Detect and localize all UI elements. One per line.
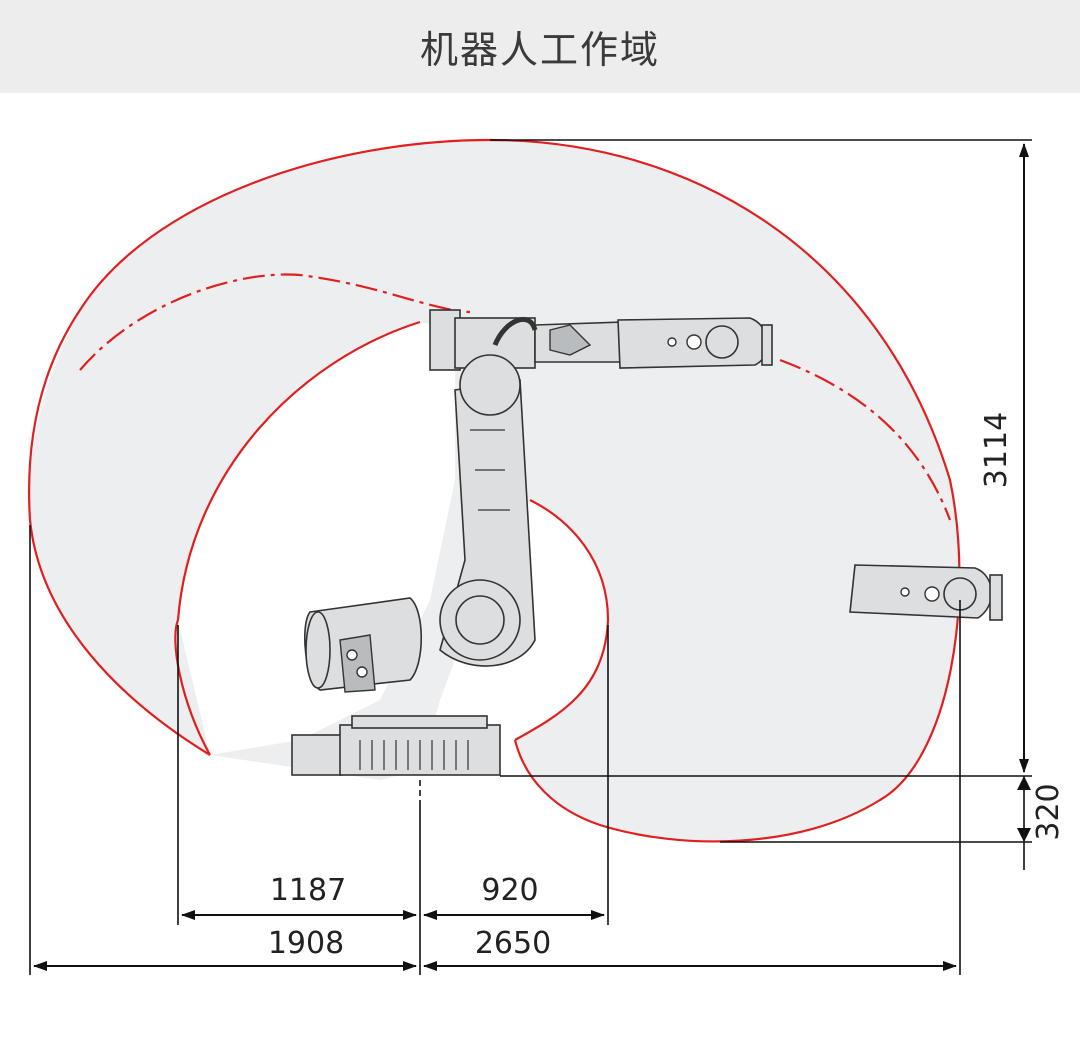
robot-lower-arm (439, 379, 536, 667)
dim-label-inner-left: 1187 (270, 873, 346, 908)
page-title: 机器人工作域 (419, 28, 660, 72)
dashed-reach-contour (79, 273, 471, 371)
dashed-reach-contour-right (779, 358, 952, 521)
dim-label-outer-left: 1908 (268, 926, 344, 961)
dim-label-inner-right: 920 (481, 873, 538, 908)
dim-label-outer-right: 2650 (475, 926, 551, 961)
robot-upper-arm (429, 309, 626, 416)
outer-reach-contour-left (27, 138, 491, 756)
header-bar: 机器人工作域 (0, 0, 1080, 93)
front-reach-contour (514, 499, 610, 741)
robot-counterweight (304, 597, 423, 693)
robot-base (291, 715, 501, 776)
robot-wrist-extended (849, 564, 1003, 621)
workspace-diagram: 1187 920 1908 2650 3114 320 (0, 93, 1080, 1038)
dim-label-height-base: 320 (1031, 783, 1066, 840)
inner-reach-contour (174, 320, 421, 756)
robot-wrist-upper (617, 317, 773, 369)
arrow-base-top (1017, 776, 1031, 790)
outer-reach-contour (489, 138, 961, 843)
diagram-canvas: 1187 920 1908 2650 3114 320 (27, 138, 1066, 975)
arrow-base-bottom (1017, 828, 1031, 842)
dim-label-height-total: 3114 (979, 412, 1014, 488)
